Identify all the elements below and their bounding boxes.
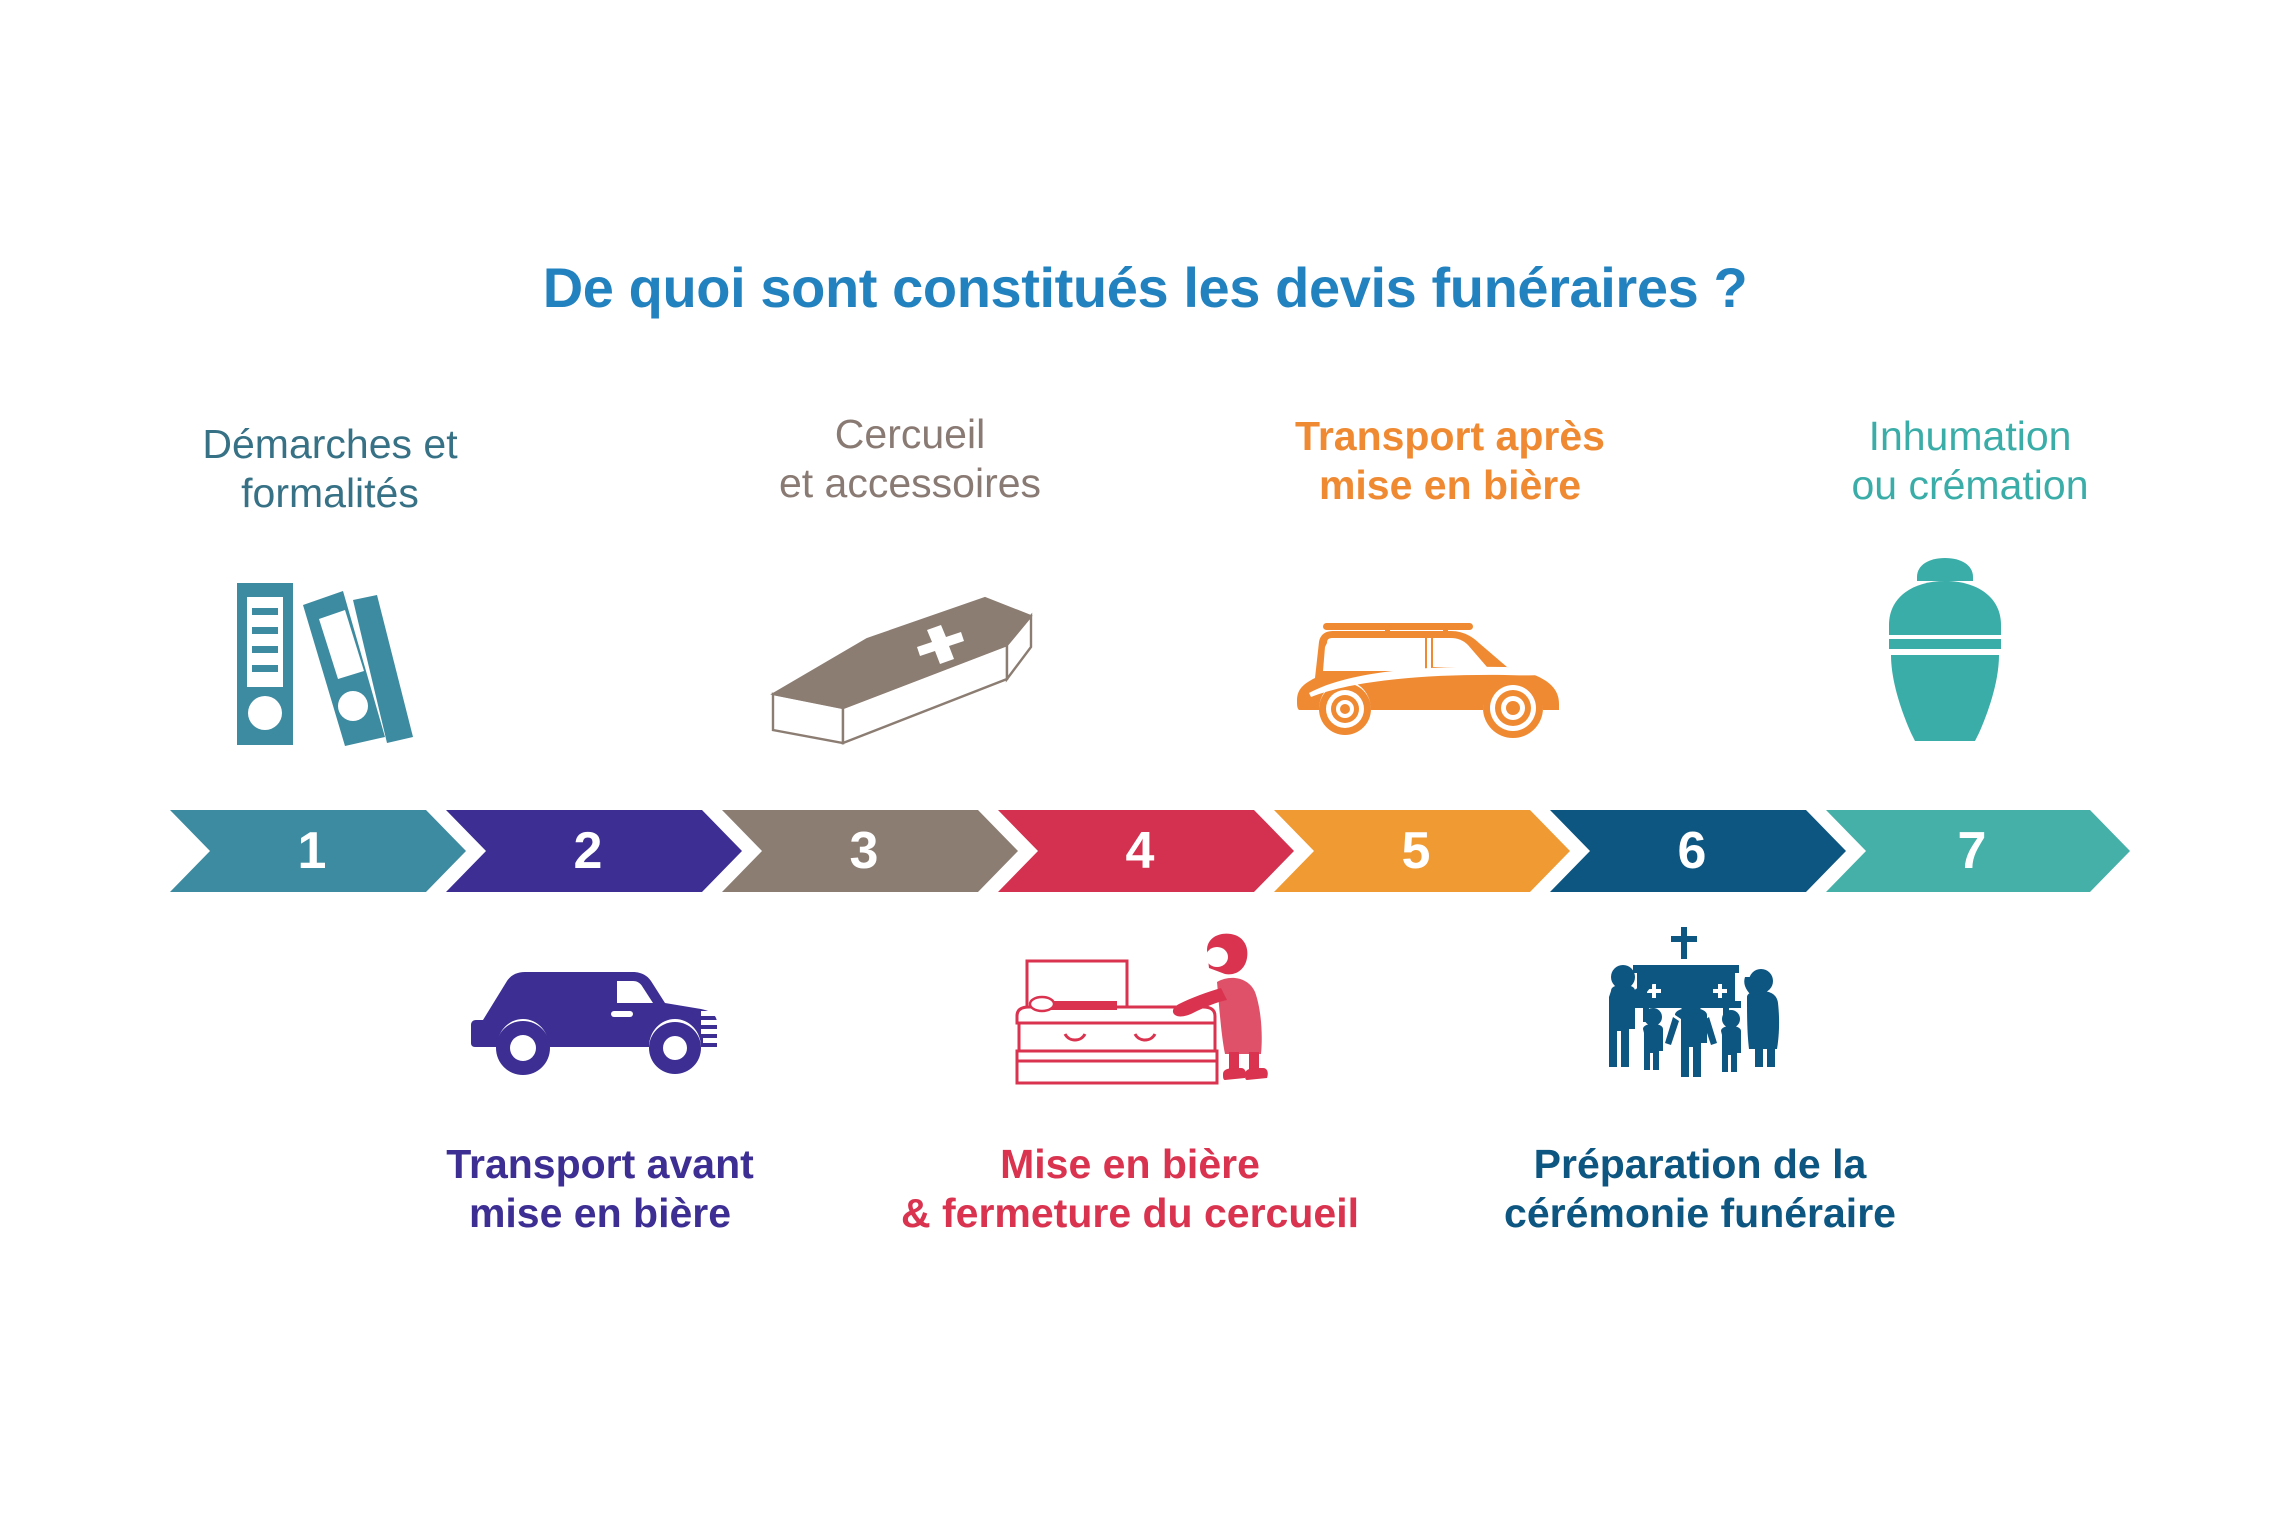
chevron-number-5: 5: [1401, 822, 1431, 880]
binders-icon: [225, 565, 435, 750]
chevron-step-1[interactable]: 1: [170, 810, 466, 892]
chevron-step-7[interactable]: 7: [1826, 810, 2130, 892]
step-label-6: Préparation de la cérémonie funéraire: [1504, 1141, 1896, 1237]
chevron-step-5[interactable]: 5: [1274, 810, 1570, 892]
funeral-ceremony-family-icon: [1595, 925, 1795, 1085]
open-coffin-mourner-icon: [995, 930, 1295, 1095]
chevron-step-3[interactable]: 3: [722, 810, 1018, 892]
urn-icon: [1865, 555, 2025, 750]
step-label-3: Cercueil et accessoires: [778, 411, 1042, 507]
hearse-icon: [1275, 605, 1565, 745]
chevron-number-1: 1: [297, 822, 327, 880]
step-label-5: Transport après mise en bière: [1295, 413, 1605, 509]
chevron-step-6[interactable]: 6: [1550, 810, 1846, 892]
van-icon: [465, 955, 740, 1085]
page-title: De quoi sont constitués les devis funéra…: [542, 256, 1748, 319]
chevron-step-4[interactable]: 4: [998, 810, 1294, 892]
chevron-number-3: 3: [849, 822, 879, 880]
step-label-2: Transport avant mise en bière: [446, 1141, 754, 1237]
step-label-7: Inhumation ou crémation: [1851, 413, 2089, 509]
chevron-step-2[interactable]: 2: [446, 810, 742, 892]
chevron-number-6: 6: [1677, 822, 1707, 880]
step-label-4: Mise en bière & fermeture du cercueil: [901, 1141, 1359, 1237]
chevron-number-4: 4: [1125, 822, 1155, 880]
step-label-1: Démarches et formalités: [202, 421, 458, 517]
chevron-number-2: 2: [573, 822, 603, 880]
chevron-number-7: 7: [1957, 822, 1987, 880]
step-chevron-bar: 1 2 3 4 5 6 7: [170, 810, 2130, 892]
coffin-icon: [755, 575, 1055, 750]
